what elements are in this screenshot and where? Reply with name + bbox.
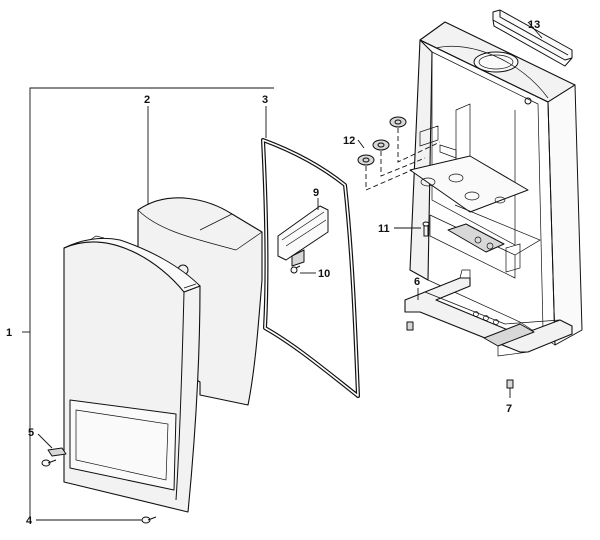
part-12-washers bbox=[357, 116, 407, 166]
screw-near-5 bbox=[41, 459, 57, 467]
part-3-seal bbox=[261, 138, 360, 398]
part-13-top-bracket bbox=[492, 9, 573, 67]
leader-lines bbox=[22, 21, 543, 521]
washer-assembly-lines bbox=[365, 128, 441, 191]
small-clip-left bbox=[406, 321, 414, 331]
callout-13: 13 bbox=[528, 19, 540, 31]
part-7-clip bbox=[506, 379, 514, 389]
callout-labels: 1 2 3 4 5 6 7 9 10 11 12 13 bbox=[6, 19, 540, 527]
callout-4: 4 bbox=[26, 515, 33, 527]
part-11-screw bbox=[422, 221, 430, 237]
callout-3: 3 bbox=[262, 94, 268, 106]
callout-1: 1 bbox=[6, 327, 12, 339]
rear-casing bbox=[409, 21, 583, 346]
part-5-clip bbox=[47, 447, 67, 457]
callout-9: 9 bbox=[313, 187, 319, 199]
callout-12: 12 bbox=[343, 135, 355, 147]
callout-11: 11 bbox=[378, 223, 390, 235]
callout-6: 6 bbox=[414, 276, 420, 288]
callout-2: 2 bbox=[144, 94, 150, 106]
part-10-screw bbox=[290, 265, 301, 274]
part-4-screw bbox=[141, 516, 157, 524]
part-1-front-cover bbox=[63, 235, 201, 513]
callout-10: 10 bbox=[318, 268, 330, 280]
callout-7: 7 bbox=[506, 403, 512, 415]
part-6-bottom-bracket bbox=[404, 269, 573, 357]
callout-5: 5 bbox=[28, 427, 34, 439]
part-9-plate-bracket bbox=[277, 205, 329, 267]
